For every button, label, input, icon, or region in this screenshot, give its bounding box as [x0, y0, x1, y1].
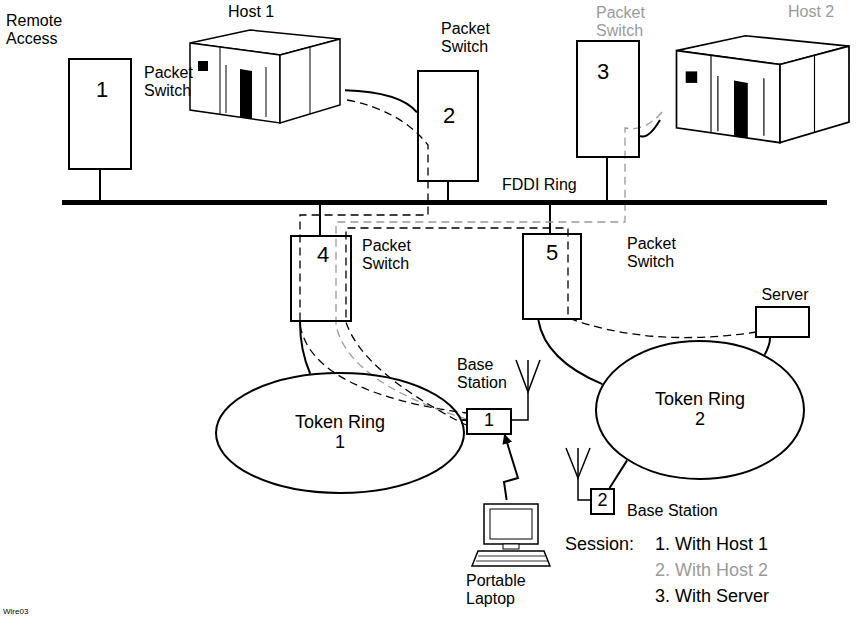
callout-number: 2 [592, 491, 613, 511]
node-label: FDDI Ring [502, 176, 592, 194]
callout-number: 5 [540, 241, 564, 265]
packet-switch: Packet Switch2 [417, 70, 479, 182]
connector [504, 435, 518, 500]
node-label: Token Ring 2 [652, 390, 748, 430]
legend-entry: 3. With Server [655, 587, 769, 607]
token-ring: Token Ring 2 [595, 340, 805, 480]
callout-number: 1 [70, 78, 134, 102]
packet-switch: Packet Switch3 [576, 40, 640, 158]
host-computer [190, 30, 340, 123]
connector [538, 320, 602, 384]
server: Server [755, 306, 810, 338]
node-label: Packet Switch [596, 4, 658, 39]
node-label: Server [755, 286, 815, 304]
session-path [300, 100, 466, 413]
node-label: Base Station [457, 356, 513, 391]
connector [447, 182, 449, 200]
connector [610, 460, 627, 488]
node-label: Host 1 [228, 3, 298, 21]
connector [99, 170, 101, 200]
callout-number: 4 [312, 243, 334, 267]
antenna [516, 360, 540, 392]
node-label: Portable Laptop [466, 572, 546, 607]
node-label: Packet Switch [144, 64, 206, 99]
host: Host 1 [180, 25, 345, 125]
host: Host 2 [660, 25, 850, 150]
connector [549, 205, 551, 233]
connector [606, 158, 608, 200]
callout-number: 1 [468, 411, 510, 431]
node-label: Packet Switch [627, 235, 689, 270]
packet-switch: 4Packet Switch [290, 235, 352, 322]
antenna [566, 448, 590, 478]
host-computer [677, 36, 850, 143]
node-label: Packet Switch [441, 20, 503, 55]
connector [319, 205, 321, 235]
packet-switch: 5Packet Switch [522, 233, 582, 320]
callout-number: 2 [419, 104, 479, 128]
node-label: Base Station [627, 502, 747, 520]
node-label: Packet Switch [362, 237, 424, 272]
legend-entry: 1. With Host 1 [655, 535, 768, 555]
laptop-figure [472, 504, 550, 566]
packet-switch: Remote Access1Packet Switch [68, 58, 132, 170]
connector [765, 338, 770, 355]
node-label: Host 2 [788, 3, 858, 21]
base-station: 2Base Station [590, 488, 615, 515]
node-label: Remote Access [6, 12, 70, 47]
connector [345, 90, 417, 112]
label: Session: [565, 535, 634, 555]
callout-number: 3 [578, 60, 628, 84]
label: Wire03 [3, 608, 28, 617]
legend-entry: 2. With Host 2 [655, 561, 768, 581]
token-ring: Token Ring 1 [215, 372, 465, 494]
laptop: Portable Laptop [472, 500, 550, 568]
base-station: Base Station1 [466, 408, 512, 435]
node-label: Token Ring 1 [292, 413, 388, 453]
fddi-ring: FDDI Ring [62, 200, 827, 205]
